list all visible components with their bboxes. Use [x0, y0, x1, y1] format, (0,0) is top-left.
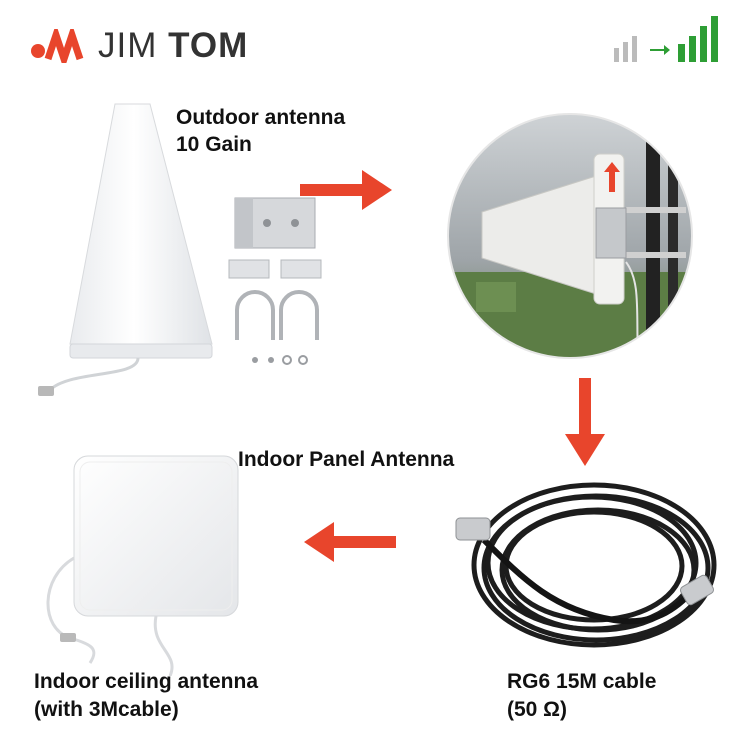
brand-mark-icon	[31, 29, 84, 63]
ceiling-cable-note: (with 3Mcable)	[34, 698, 179, 721]
cable-impedance-label: (50 Ω)	[507, 698, 568, 721]
installed-antenna-photo	[447, 113, 693, 359]
coax-cable-image	[455, 482, 717, 648]
cable-label: RG6 15M cable	[507, 670, 657, 693]
indoor-panel-antenna-image	[46, 455, 239, 676]
brand-name: JIM TOM	[98, 26, 249, 65]
arrow-left-icon	[304, 522, 396, 562]
arrow-down-icon	[565, 378, 605, 466]
outdoor-antenna-label: Outdoor antenna	[176, 106, 346, 129]
arrow-right-icon	[300, 170, 392, 210]
ceiling-antenna-label: Indoor ceiling antenna	[34, 670, 259, 693]
signal-boost-icon	[614, 16, 718, 62]
indoor-panel-label: Indoor Panel Antenna	[238, 448, 455, 471]
outdoor-gain-label: 10 Gain	[176, 133, 252, 156]
brand-logo: JIM TOM	[30, 26, 248, 66]
outdoor-antenna-image	[38, 103, 213, 396]
mounting-hardware-image	[228, 197, 322, 365]
